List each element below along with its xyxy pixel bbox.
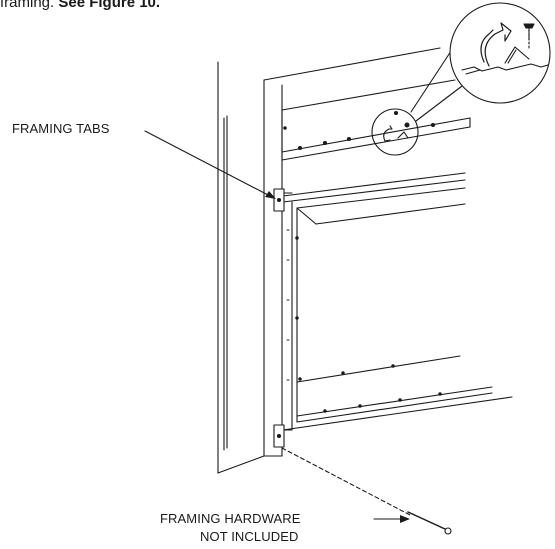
framing-tab-lower [273,424,293,448]
side-channel-marks [286,229,290,381]
framing-hardware-label: FRAMING HARDWARE [160,511,301,526]
detail-circle-large [449,2,551,104]
caption-prefix: framing. [0,0,59,11]
figure-reference: See Figure 10. [58,0,161,11]
detail-zoom-connector [410,44,467,122]
wall-framing-post [217,61,283,474]
figure-reference-caption: framing. See Figure 10. [0,0,160,11]
fireplace-top-panel [263,47,471,161]
framing-tab-upper [273,188,293,212]
firebox-opening [282,172,513,431]
framing-hardware-leader [281,447,452,535]
framing-tabs-leader [144,130,276,199]
framing-tabs-label: FRAMING TABS [12,121,110,136]
not-included-label: NOT INCLUDED [200,529,299,544]
detail-circle-small [371,108,419,156]
